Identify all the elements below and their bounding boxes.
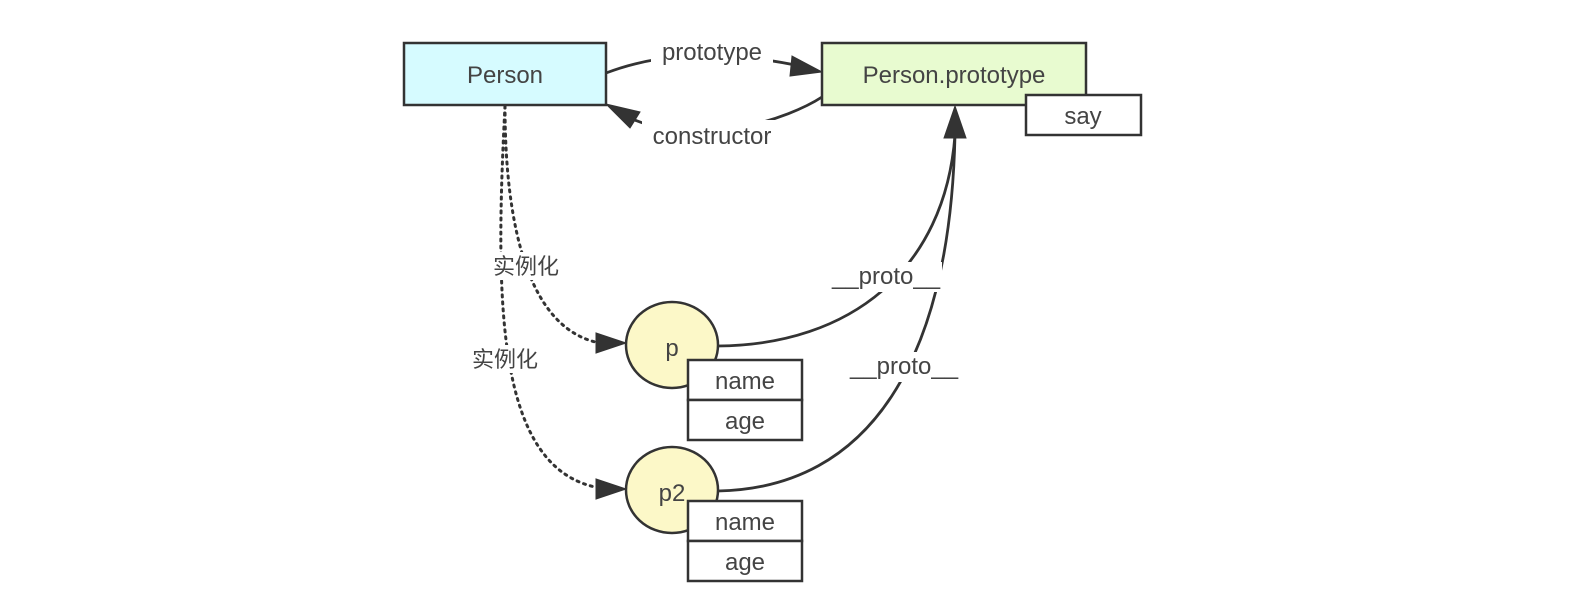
prototype-arrowhead: [789, 55, 824, 77]
p2-age-property: age: [686, 539, 804, 583]
p-name-property-label: name: [715, 368, 775, 395]
p2-name-property: name: [686, 499, 804, 543]
p-proto-edge-label: __proto__: [831, 263, 941, 290]
person-prototype-node-label: Person.prototype: [863, 62, 1046, 89]
constructor-arrowhead: [604, 103, 641, 129]
edges: [499, 54, 967, 500]
p-age-property-label: age: [725, 408, 765, 435]
prototype-edge-label: prototype: [662, 39, 762, 66]
person-node-label: Person: [467, 62, 543, 89]
p-proto-edge: [717, 134, 957, 348]
p-instantiate-edge: [503, 104, 602, 345]
p2-node-label: p2: [659, 480, 686, 507]
p2-proto-edge: [717, 134, 957, 493]
p-name-property: name: [686, 358, 804, 402]
p-node: p name age: [624, 300, 804, 442]
p2-age-property-label: age: [725, 549, 765, 576]
p2-node: p2 name age: [624, 445, 804, 583]
edge-labels: prototype constructor __proto__ __proto_…: [467, 38, 960, 382]
p-age-property: age: [686, 398, 804, 442]
p2-instantiate-edge: [499, 104, 602, 490]
say-property-label: say: [1064, 103, 1101, 130]
p-node-label: p: [665, 335, 678, 362]
person-prototype-node: Person.prototype say: [820, 41, 1143, 137]
p2-proto-edge-label: __proto__: [849, 353, 959, 380]
constructor-edge-label: constructor: [653, 123, 772, 150]
say-property: say: [1024, 93, 1143, 137]
p2-name-property-label: name: [715, 509, 775, 536]
proto-arrowhead: [943, 104, 967, 139]
p-instantiate-arrowhead: [595, 332, 628, 354]
p2-instantiate-arrowhead: [595, 478, 628, 500]
person-node: Person: [402, 41, 608, 107]
p-instantiate-edge-label: 实例化: [493, 255, 559, 280]
p2-instantiate-edge-label: 实例化: [472, 348, 538, 373]
